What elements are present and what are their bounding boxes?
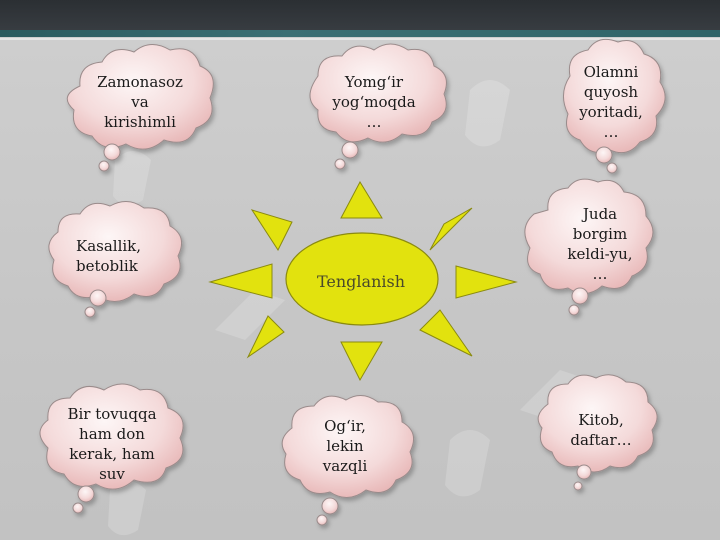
cloud-text-juda: Juda borgim keldi-yu, … xyxy=(567,205,633,283)
sun-ray-top xyxy=(340,180,383,219)
cloud-text-zamonasoz: Zamonasoz va kirishimli xyxy=(97,73,183,131)
cloud-ogir xyxy=(281,395,415,526)
cloud-text-kasallik: Kasallik, betoblik xyxy=(76,237,142,275)
sun-ray-bottom xyxy=(340,341,383,382)
cloud-text-bir-tovuqqa: Bir tovuqqa ham don kerak, ham suv xyxy=(67,405,157,483)
sun-ray-bottom-left xyxy=(246,315,285,359)
cloud-juda xyxy=(524,178,654,316)
sun-rays xyxy=(208,180,518,382)
cloud-kasallik xyxy=(48,201,183,318)
cloud-text-olamni: Olamni quyosh yoritadi, … xyxy=(579,63,643,141)
cloud-text-yomgir: Yomg‘ir yog‘moqda … xyxy=(332,73,416,131)
top-rule xyxy=(0,38,720,40)
cloud-bir-tovuqqa xyxy=(39,383,184,514)
top-accent-stripe xyxy=(0,30,720,37)
sun-ray-top-right xyxy=(429,207,473,251)
cloud-text-ogir: Og‘ir, lekin vazqli xyxy=(322,417,368,475)
sun-ray-bottom-right xyxy=(419,309,473,357)
sun-ray-right xyxy=(455,265,518,299)
cloud-zamonasoz xyxy=(66,44,214,172)
cloud-text-kitob: Kitob, daftar… xyxy=(570,411,632,449)
cloud-olamni xyxy=(563,38,666,174)
sun-ray-top-left xyxy=(250,209,293,252)
sun-center xyxy=(285,232,439,326)
sun-ray-left xyxy=(208,263,273,299)
center-label: Tenglanish xyxy=(316,272,406,291)
cloud-kitob xyxy=(537,374,658,491)
cloud-yomgir xyxy=(309,43,447,170)
